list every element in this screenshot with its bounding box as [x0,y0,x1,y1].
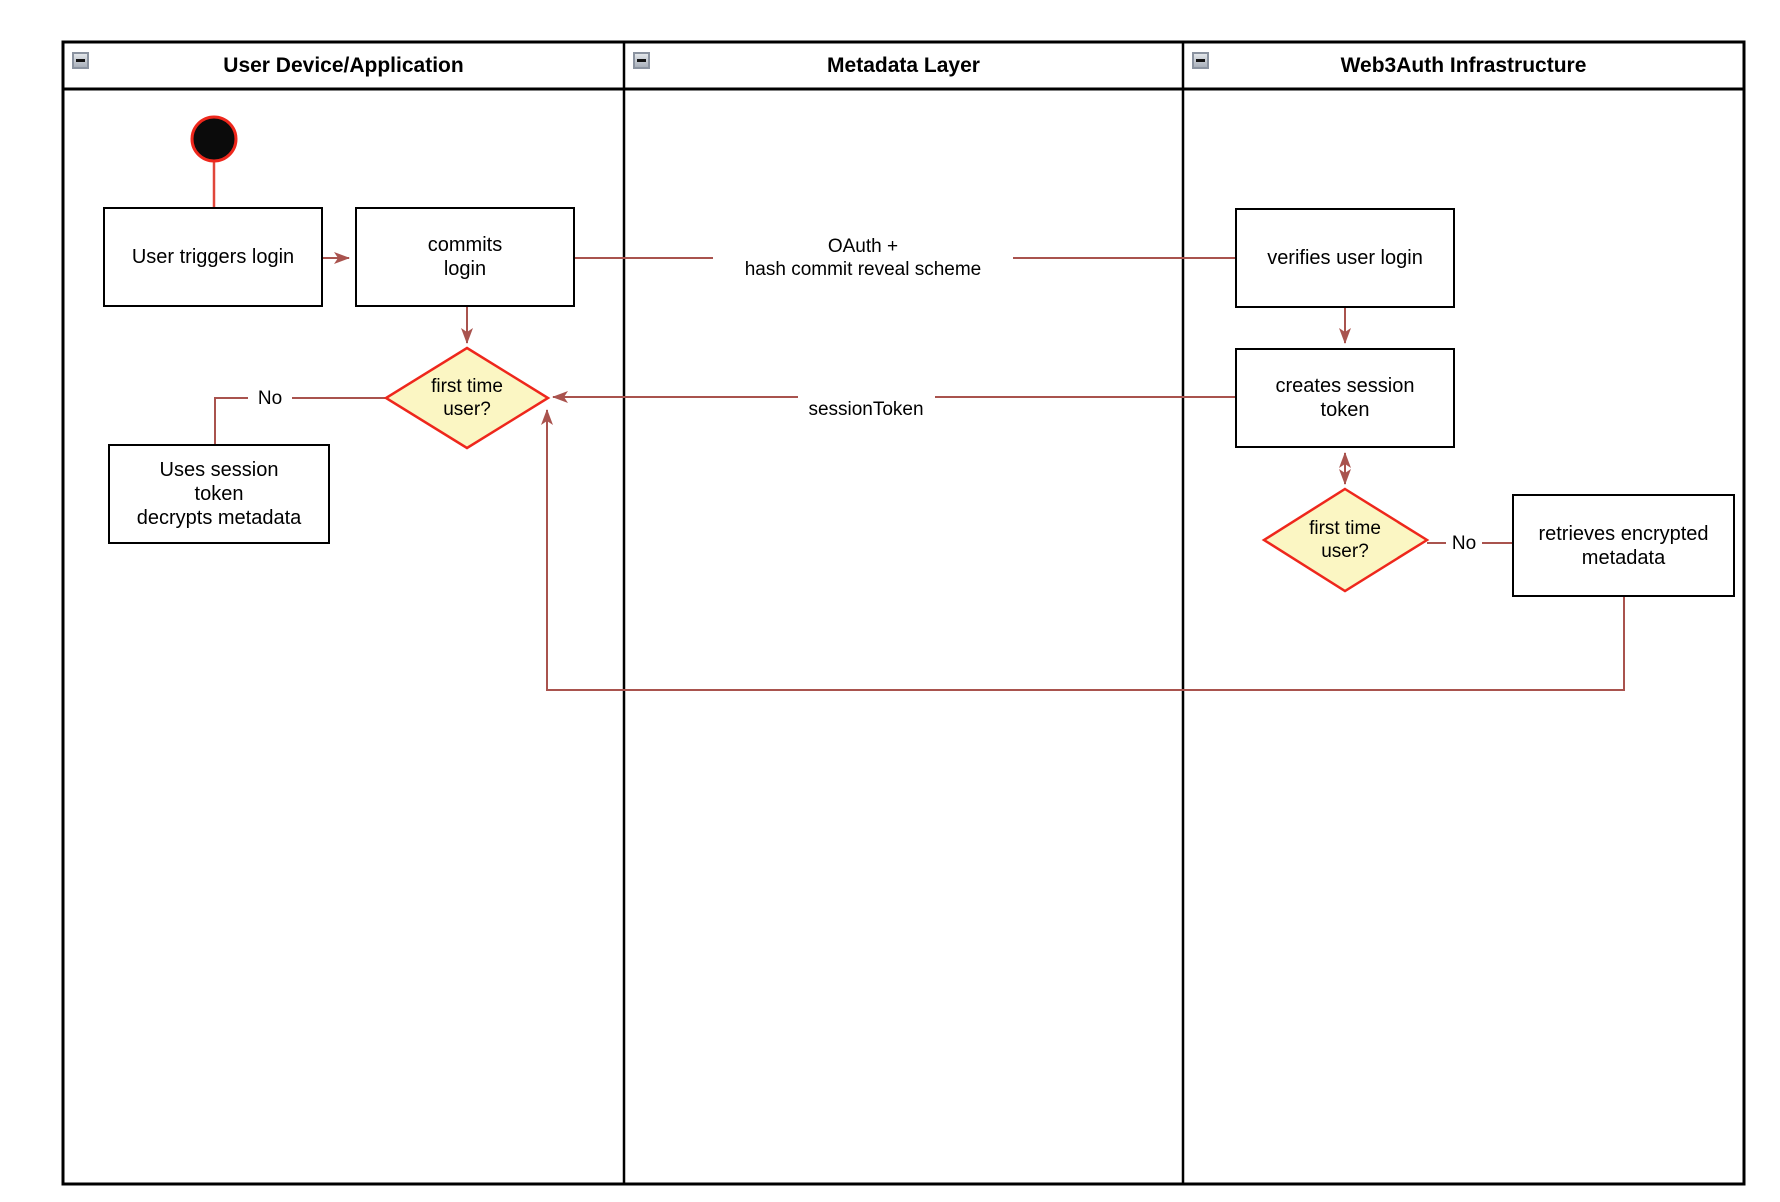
decision-first-time-user-right[interactable] [1261,487,1430,593]
collapse-lane-icon[interactable] [1192,52,1209,69]
edge-label-no-right: No [1446,530,1482,557]
node-retrieves-encrypted-metadata[interactable]: retrieves encrypted metadata [1512,494,1735,597]
collapse-lane-icon[interactable] [72,52,89,69]
node-verifies-user-login[interactable]: verifies user login [1235,208,1455,308]
edge-label-oauth: OAuth + hash commit reveal scheme [713,234,1013,282]
node-creates-session-token[interactable]: creates session token [1235,348,1455,448]
minus-icon [1196,59,1205,62]
pool-border [61,40,1746,1186]
node-commits-login[interactable]: commits login [355,207,575,307]
lane-header-web3auth: Web3Auth Infrastructure [1340,53,1587,77]
lane-header-metadata-layer: Metadata Layer [827,53,980,77]
node-uses-session-token[interactable]: Uses session token decrypts metadata [108,444,330,544]
decision-first-time-user-left[interactable] [383,346,551,450]
edge-label-no-left: No [248,385,292,412]
edge-no-to-uses-session-token [214,397,386,444]
lane-header-user-device: User Device/Application [223,53,464,77]
start-node[interactable] [190,115,238,163]
minus-icon [637,59,646,62]
edge-label-session-token: sessionToken [808,398,924,420]
edge-retrieves-feedback-loop [541,409,1625,691]
node-user-triggers-login[interactable]: User triggers login [103,207,323,307]
minus-icon [76,59,85,62]
collapse-lane-icon[interactable] [633,52,650,69]
